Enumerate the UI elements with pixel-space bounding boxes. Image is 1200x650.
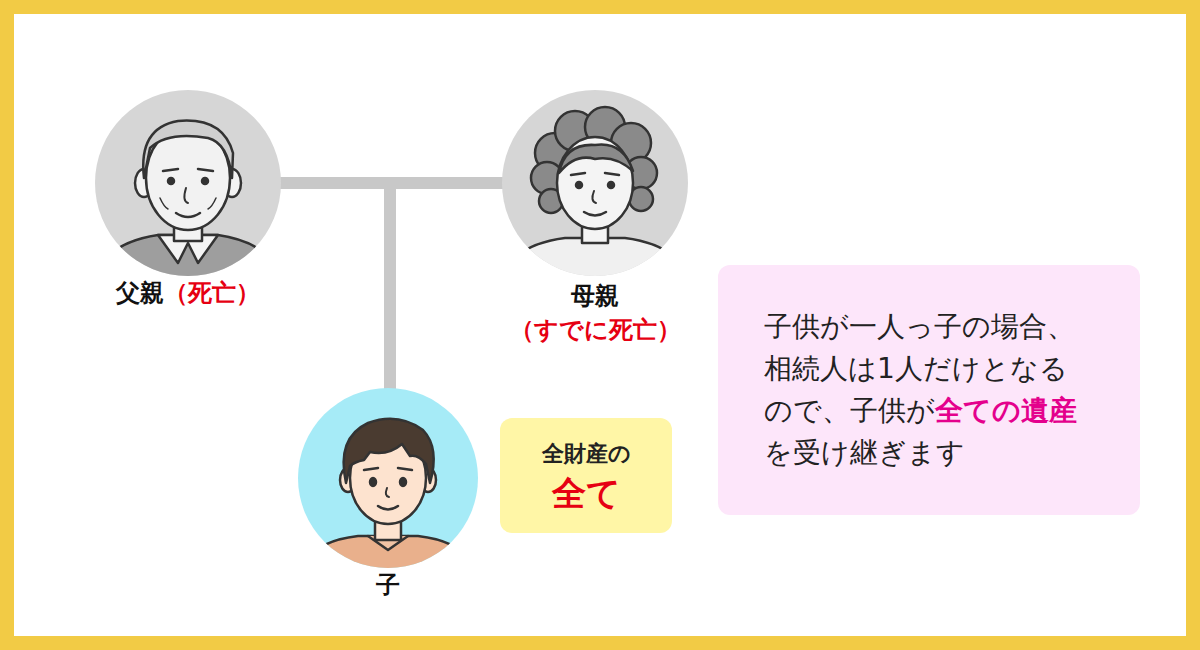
family-line xyxy=(277,183,390,392)
status-note: （死亡） xyxy=(164,279,260,307)
person-name: 子 xyxy=(298,568,478,602)
status-note: （すでに死亡） xyxy=(502,313,688,347)
father-portrait xyxy=(93,121,283,283)
note-paragraph: 子供が一人っ子の場合、相続人は1人だけとなるので、子供が全ての遺産を受け継ぎます xyxy=(764,306,1094,474)
share-box: 全財産の全て xyxy=(500,418,672,533)
person-name: 父親 xyxy=(116,279,164,307)
note-box: 子供が一人っ子の場合、相続人は1人だけとなるので、子供が全ての遺産を受け継ぎます xyxy=(718,265,1140,515)
person-node: 父親（死亡） xyxy=(95,90,281,310)
person-label: 父親（死亡） xyxy=(95,276,281,310)
highlight-text: 全ての遺産 xyxy=(935,394,1077,427)
share-amount: 全て xyxy=(552,471,621,515)
person-label: 子 xyxy=(298,568,478,602)
share-caption: 全財産の xyxy=(542,437,631,471)
portrait-circle-area xyxy=(502,90,688,276)
note-text: を受け継ぎます xyxy=(764,436,965,469)
portrait-circle xyxy=(298,388,478,568)
family-line xyxy=(390,183,506,392)
child-portrait xyxy=(296,419,480,578)
mother-portrait xyxy=(500,107,690,283)
person-name: 母親 xyxy=(502,279,688,313)
portrait-circle-area xyxy=(95,90,281,276)
portrait-circle-area xyxy=(298,388,478,568)
person-node: 子 xyxy=(298,388,478,602)
person-label: 母親（すでに死亡） xyxy=(502,279,688,347)
person-node: 母親（すでに死亡） xyxy=(502,90,688,347)
